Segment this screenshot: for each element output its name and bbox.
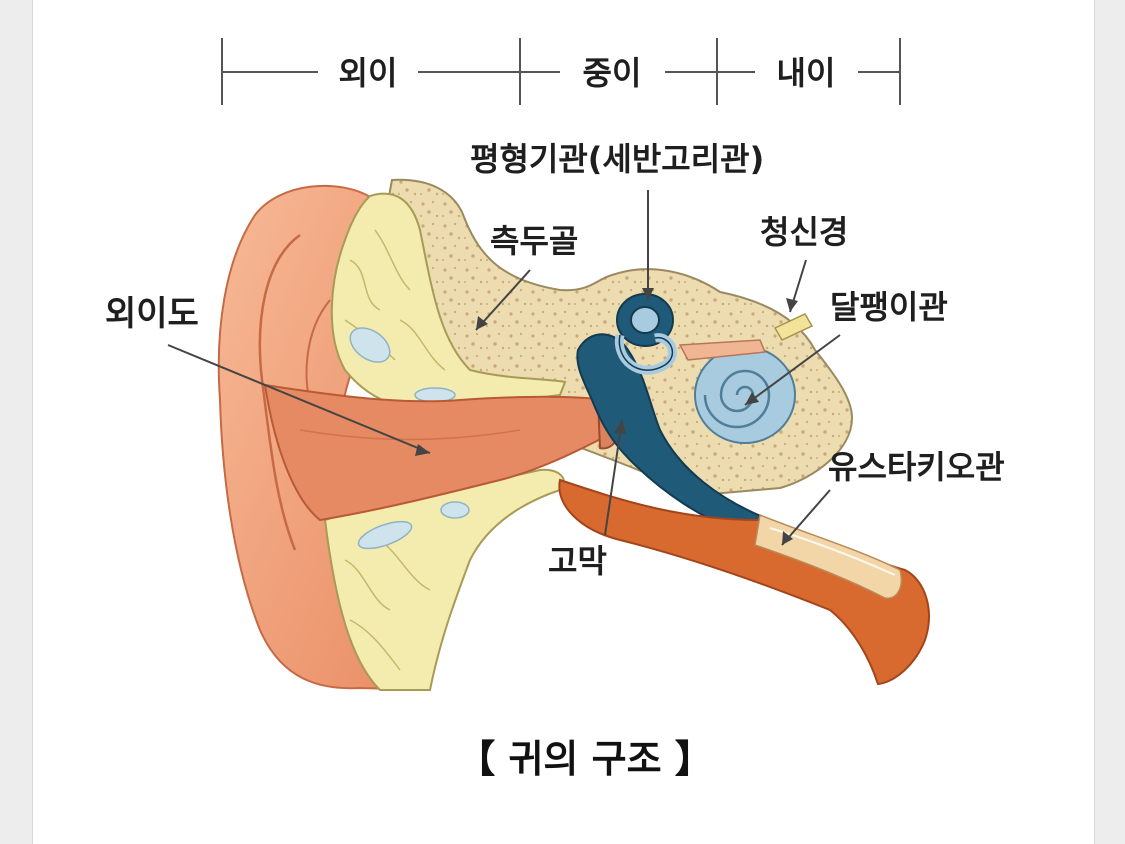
section-label-middle-ear: 중이 bbox=[583, 54, 642, 92]
vestibule-canal bbox=[678, 339, 767, 361]
ear-illustration bbox=[217, 178, 930, 692]
diagram-caption: 【 귀의 구조 】 bbox=[457, 737, 713, 781]
label-auditory-nerve: 청신경 bbox=[760, 213, 848, 251]
lower-air-cell-small bbox=[440, 501, 470, 519]
auditory-nerve-shape bbox=[773, 313, 814, 341]
leader-arrowheads bbox=[415, 288, 798, 545]
label-ear-canal: 외이도 bbox=[105, 294, 199, 334]
cochlea-shape bbox=[694, 346, 796, 444]
ear-canal-shape bbox=[263, 383, 620, 522]
label-balance-organ: 평형기관(세반고리관) bbox=[470, 140, 764, 178]
leader-lines bbox=[167, 190, 841, 546]
label-temporal-bone: 측두골 bbox=[490, 222, 578, 260]
section-label-outer-ear: 외이 bbox=[339, 54, 398, 92]
section-scale-bar bbox=[221, 38, 901, 105]
label-cochlea: 달팽이관 bbox=[830, 288, 948, 326]
lower-air-cell bbox=[357, 520, 413, 550]
upper-air-cell bbox=[349, 327, 391, 363]
upper-cartilage-pattern bbox=[344, 229, 446, 371]
section-label-inner-ear: 내이 bbox=[777, 54, 836, 92]
label-eustachian-tube: 유스타키오관 bbox=[828, 448, 1005, 486]
pinna-fold bbox=[258, 233, 301, 551]
label-eardrum: 고막 bbox=[548, 542, 607, 580]
